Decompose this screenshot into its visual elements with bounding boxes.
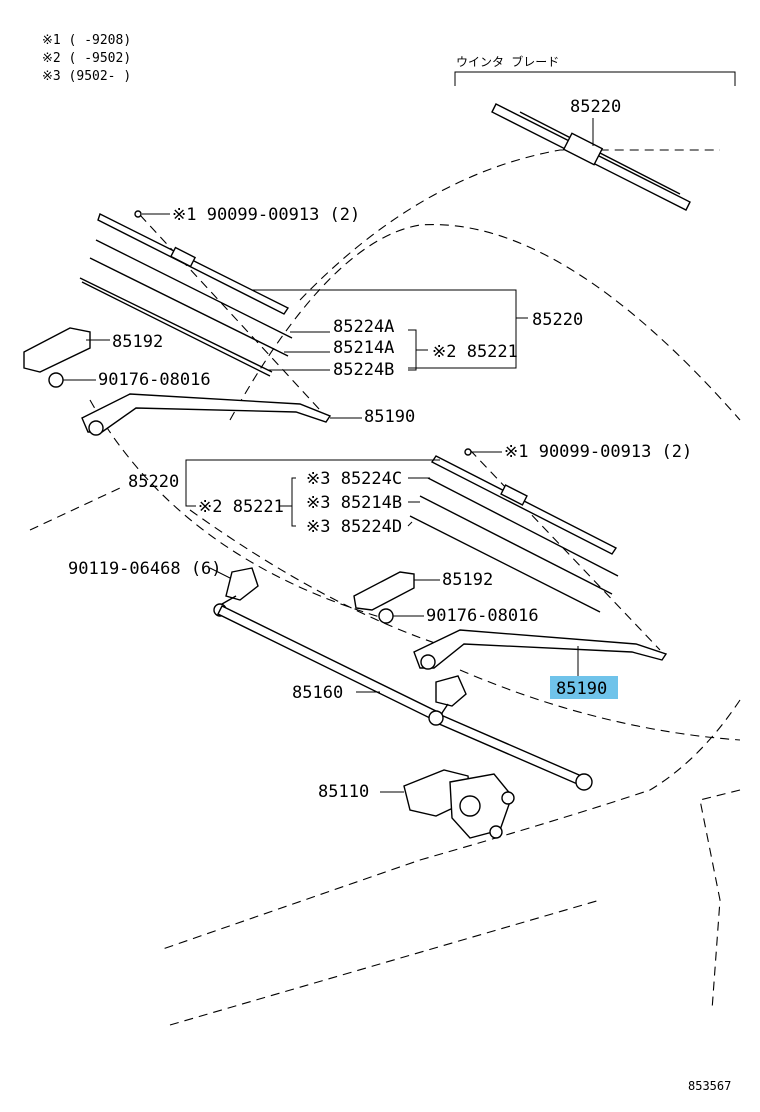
- rubber-upper-c2: [81, 281, 271, 377]
- bracket-upper-blade-low: [408, 318, 517, 369]
- rubber-upper-a: [95, 239, 293, 339]
- blade-top-clip: [562, 132, 604, 166]
- motor-mount-2: [489, 825, 503, 839]
- pivot-left-icon: [225, 567, 259, 601]
- label-rubber-c-lower: ※3 85224D: [306, 517, 402, 537]
- notes-block: ※1 ( -9208) ※2 ( -9502) ※3 (9502- ): [42, 33, 131, 84]
- motor-shaft: [459, 795, 481, 817]
- rubber-upper-c: [79, 277, 273, 373]
- arm-lower-pivot: [420, 654, 436, 670]
- blade-lower-clip: [500, 484, 528, 506]
- windshield-top-edge: [299, 149, 720, 301]
- blade-upper-clip: [169, 246, 197, 268]
- label-blade-top: 85220: [570, 97, 621, 117]
- nut-upper-icon: [48, 372, 64, 388]
- bracket-insert-lower: [291, 477, 296, 527]
- screw-guide-lower: [469, 449, 661, 651]
- bracket-upper-blade: [252, 289, 528, 319]
- cowl-line-upper: [189, 509, 451, 649]
- blade-lower-frame: [430, 455, 618, 555]
- label-insert-upper: ※2 85221: [432, 342, 518, 362]
- blade-header: ウインタ ブレード: [454, 54, 736, 86]
- label-arm-upper: 85190: [364, 407, 415, 427]
- windshield-outline: [29, 149, 741, 1026]
- arm-lower-icon: [413, 629, 668, 669]
- blade-upper-frame: [97, 213, 290, 315]
- windshield-glass-line: [229, 223, 741, 421]
- blade-top-part: 85220: [491, 97, 691, 211]
- header-caption: ウインタ ブレード: [456, 54, 559, 69]
- cap-upper-icon: [23, 327, 91, 373]
- rubber-lower-a: [427, 477, 619, 577]
- label-rubber-b-upper: 85214A: [333, 338, 394, 358]
- motor-gearbox: [449, 773, 513, 839]
- pivot-guide-line: [89, 399, 391, 621]
- label-insert-lower: ※2 85221: [198, 497, 284, 517]
- label-rubber-a-lower: ※3 85224C: [306, 469, 402, 489]
- linkage-assembly: 90119-06468 (6) 85160 85110: [68, 559, 593, 839]
- pivot-right-icon: [435, 675, 467, 707]
- cap-lower-icon: [353, 571, 415, 611]
- header-bracket: [454, 71, 736, 86]
- arm-upper-icon: [81, 393, 332, 433]
- windshield-left-edge: [29, 487, 121, 531]
- nut-lower-icon: [378, 608, 394, 624]
- label-pivot-bolt: 90119-06468 (6): [68, 559, 222, 579]
- arm-upper-pivot: [88, 420, 104, 436]
- bracket-insert-upper: [408, 329, 417, 371]
- label-arm-lower: 85190: [556, 679, 607, 699]
- highlight-arm-lower: [550, 676, 618, 699]
- note-1: ※1 ( -9208): [42, 33, 131, 48]
- hood-lower-line: [169, 899, 601, 1026]
- label-blade-upper: 85220: [532, 310, 583, 330]
- link-rod-left: [217, 605, 443, 723]
- screw-lower-icon: [464, 448, 472, 456]
- fender-line: [699, 789, 741, 1011]
- label-rubber-a-upper: 85224A: [333, 317, 394, 337]
- screw-upper-icon: [134, 210, 142, 218]
- label-rubber-c-upper: 85224B: [333, 360, 394, 380]
- figure-id: 853567: [688, 1079, 731, 1093]
- label-nut-lower: 90176-08016: [426, 606, 539, 626]
- label-rubber-b-lower: ※3 85214B: [306, 493, 402, 513]
- leader-rubber-lower-c: [407, 521, 413, 527]
- label-motor: 85110: [318, 782, 369, 802]
- label-nut-upper: 90176-08016: [98, 370, 211, 390]
- note-3: ※3 (9502- ): [42, 69, 131, 84]
- label-blade-lower: 85220: [128, 472, 179, 492]
- lower-blade-assembly: ※1 90099-00913 (2) 85220 ※2 85221 ※3 852…: [128, 442, 692, 699]
- pivot-right-end: [428, 710, 444, 726]
- pivot-left-post: [221, 595, 237, 605]
- rubber-lower-b: [419, 495, 613, 595]
- label-link: 85160: [292, 683, 343, 703]
- label-screw-upper: ※1 90099-00913 (2): [172, 205, 360, 225]
- rubber-upper-b: [89, 257, 289, 357]
- link-right-end: [575, 773, 593, 791]
- hood-line: [159, 699, 741, 951]
- bracket-lower-blade: [185, 459, 440, 507]
- rubber-lower-c: [409, 515, 601, 613]
- label-cap-upper: 85192: [112, 332, 163, 352]
- label-cap-lower: 85192: [442, 570, 493, 590]
- upper-blade-assembly: ※1 90099-00913 (2) 85224A 85214A 85224B …: [23, 205, 583, 436]
- note-2: ※2 ( -9502): [42, 51, 131, 66]
- label-screw-lower: ※1 90099-00913 (2): [504, 442, 692, 462]
- motor-mount-1: [501, 791, 515, 805]
